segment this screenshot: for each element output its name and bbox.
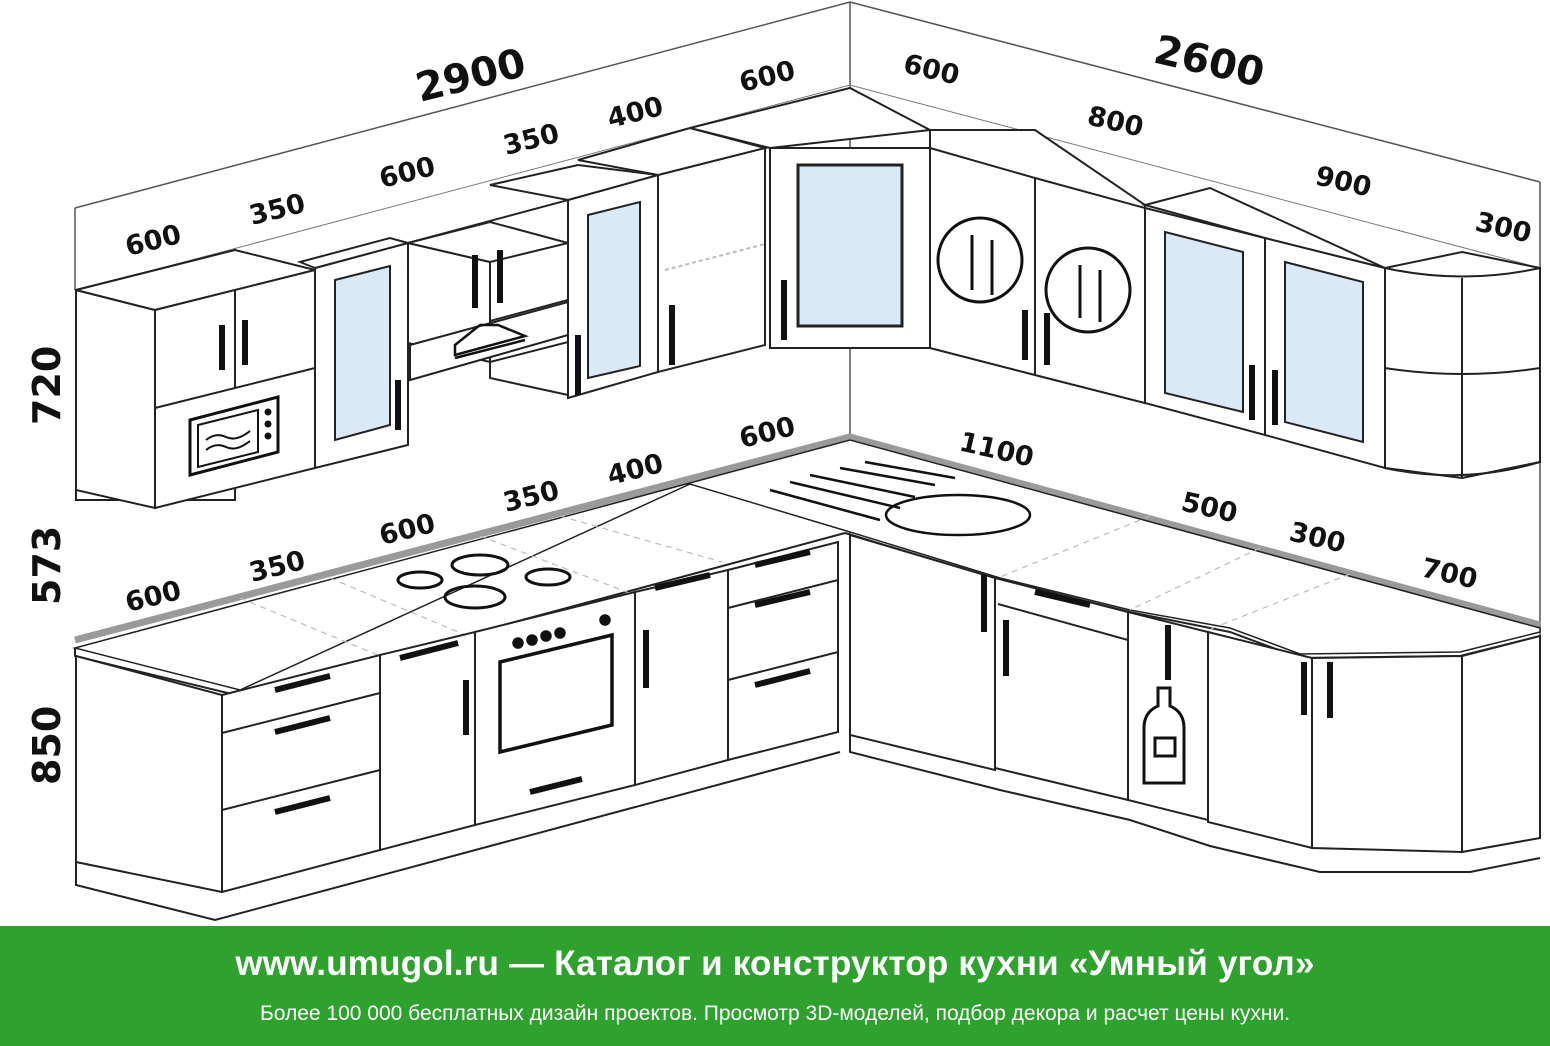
dim-upper-left-4: 350 [500,118,562,162]
upper-cabinets-right [929,129,1541,480]
dim-upper-left-5: 400 [604,91,666,135]
dim-wall-left: 2900 [411,40,530,112]
upper-corner-cabinet [689,86,934,349]
dim-upper-right-1: 600 [900,49,962,92]
bottle-icon [1142,686,1186,785]
kitchen-diagram: 2900 2600 720 573 850 600 350 600 350 40… [25,1,1541,922]
dim-base-right-3: 300 [1286,517,1348,560]
promo-banner: www.umugol.ru — Каталог и конструктор ку… [0,926,1550,1046]
dim-upper-left-2: 350 [246,188,308,232]
cutlery-plate-icon [936,216,1024,304]
upper-cabinets-left [75,126,769,510]
dim-height-upper: 720 [25,346,69,425]
dim-upper-left-3: 600 [376,151,438,195]
cutlery-plate-icon [1044,246,1132,334]
dim-wall-right: 2600 [1150,27,1269,97]
dim-upper-right-2: 800 [1084,101,1146,144]
dim-base-right-4: 700 [1418,553,1480,596]
countertop [72,433,1541,698]
dim-upper-left-1: 600 [122,219,184,263]
oven-icon [498,614,614,795]
microwave-icon [188,395,280,477]
base-cabinets-right [849,533,1541,873]
hood-icon [453,323,529,360]
dim-base-left-6: 600 [736,411,798,455]
banner-headline[interactable]: www.umugol.ru — Каталог и конструктор ку… [235,944,1315,983]
cooktop-icon [396,553,572,610]
dim-height-gap: 573 [25,526,69,605]
sink-icon [769,460,1032,537]
dim-base-right-2: 500 [1178,487,1240,530]
dim-upper-left-6: 600 [736,55,798,99]
dim-upper-right-3: 900 [1312,161,1374,204]
dim-height-base: 850 [25,706,69,785]
banner-subline: Более 100 000 бесплатных дизайн проектов… [259,1002,1291,1025]
kitchen-drawing: 2900 2600 720 573 850 600 350 600 350 40… [25,1,1541,922]
base-cabinets-left [75,540,841,922]
dim-upper-right-4: 300 [1472,207,1534,250]
